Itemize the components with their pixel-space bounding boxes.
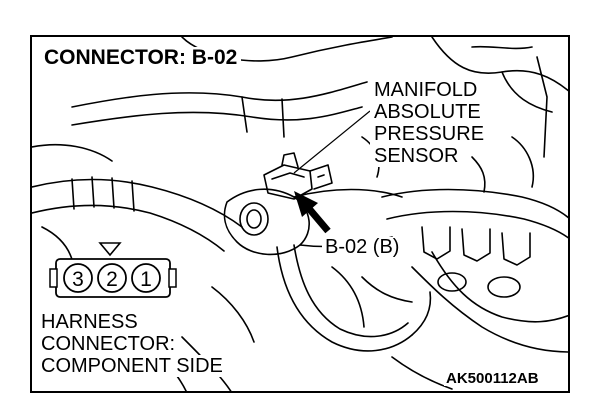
- component-label-line: ABSOLUTE: [370, 101, 485, 123]
- sensor-arrow: [294, 191, 331, 234]
- harness-label-line: COMPONENT SIDE: [38, 355, 226, 377]
- diagram-title: CONNECTOR: B-02: [42, 47, 242, 70]
- connector-lock-mark: [98, 242, 122, 257]
- component-label-line: MANIFOLD: [370, 79, 482, 101]
- harness-label-line: CONNECTOR:: [38, 333, 179, 355]
- pin-circle-2: [97, 263, 127, 293]
- harness-connector: 3 2 1: [49, 242, 177, 298]
- sensor-leader-line: [293, 110, 371, 174]
- connector-reference-label: B-02 (B): [322, 237, 403, 257]
- engine-illustration: 3 2 1: [32, 37, 568, 391]
- pin-circle-3: [63, 263, 93, 293]
- pin-number-1: 1: [140, 268, 152, 291]
- component-label-line: SENSOR: [370, 145, 463, 167]
- component-label: MANIFOLD ABSOLUTE PRESSURE SENSOR: [370, 79, 489, 167]
- component-label-line: PRESSURE: [370, 123, 489, 145]
- figure-code: AK500112AB: [444, 370, 541, 387]
- harness-label-line: HARNESS: [38, 311, 141, 333]
- pin-circle-1: [131, 263, 161, 293]
- diagram-frame: 3 2 1 CONNECTOR: B-02 MANIFOLD ABSOLUTE …: [30, 35, 570, 393]
- pin-number-2: 2: [106, 268, 118, 291]
- harness-label: HARNESS CONNECTOR: COMPONENT SIDE: [38, 311, 226, 377]
- pin-number-3: 3: [72, 268, 84, 291]
